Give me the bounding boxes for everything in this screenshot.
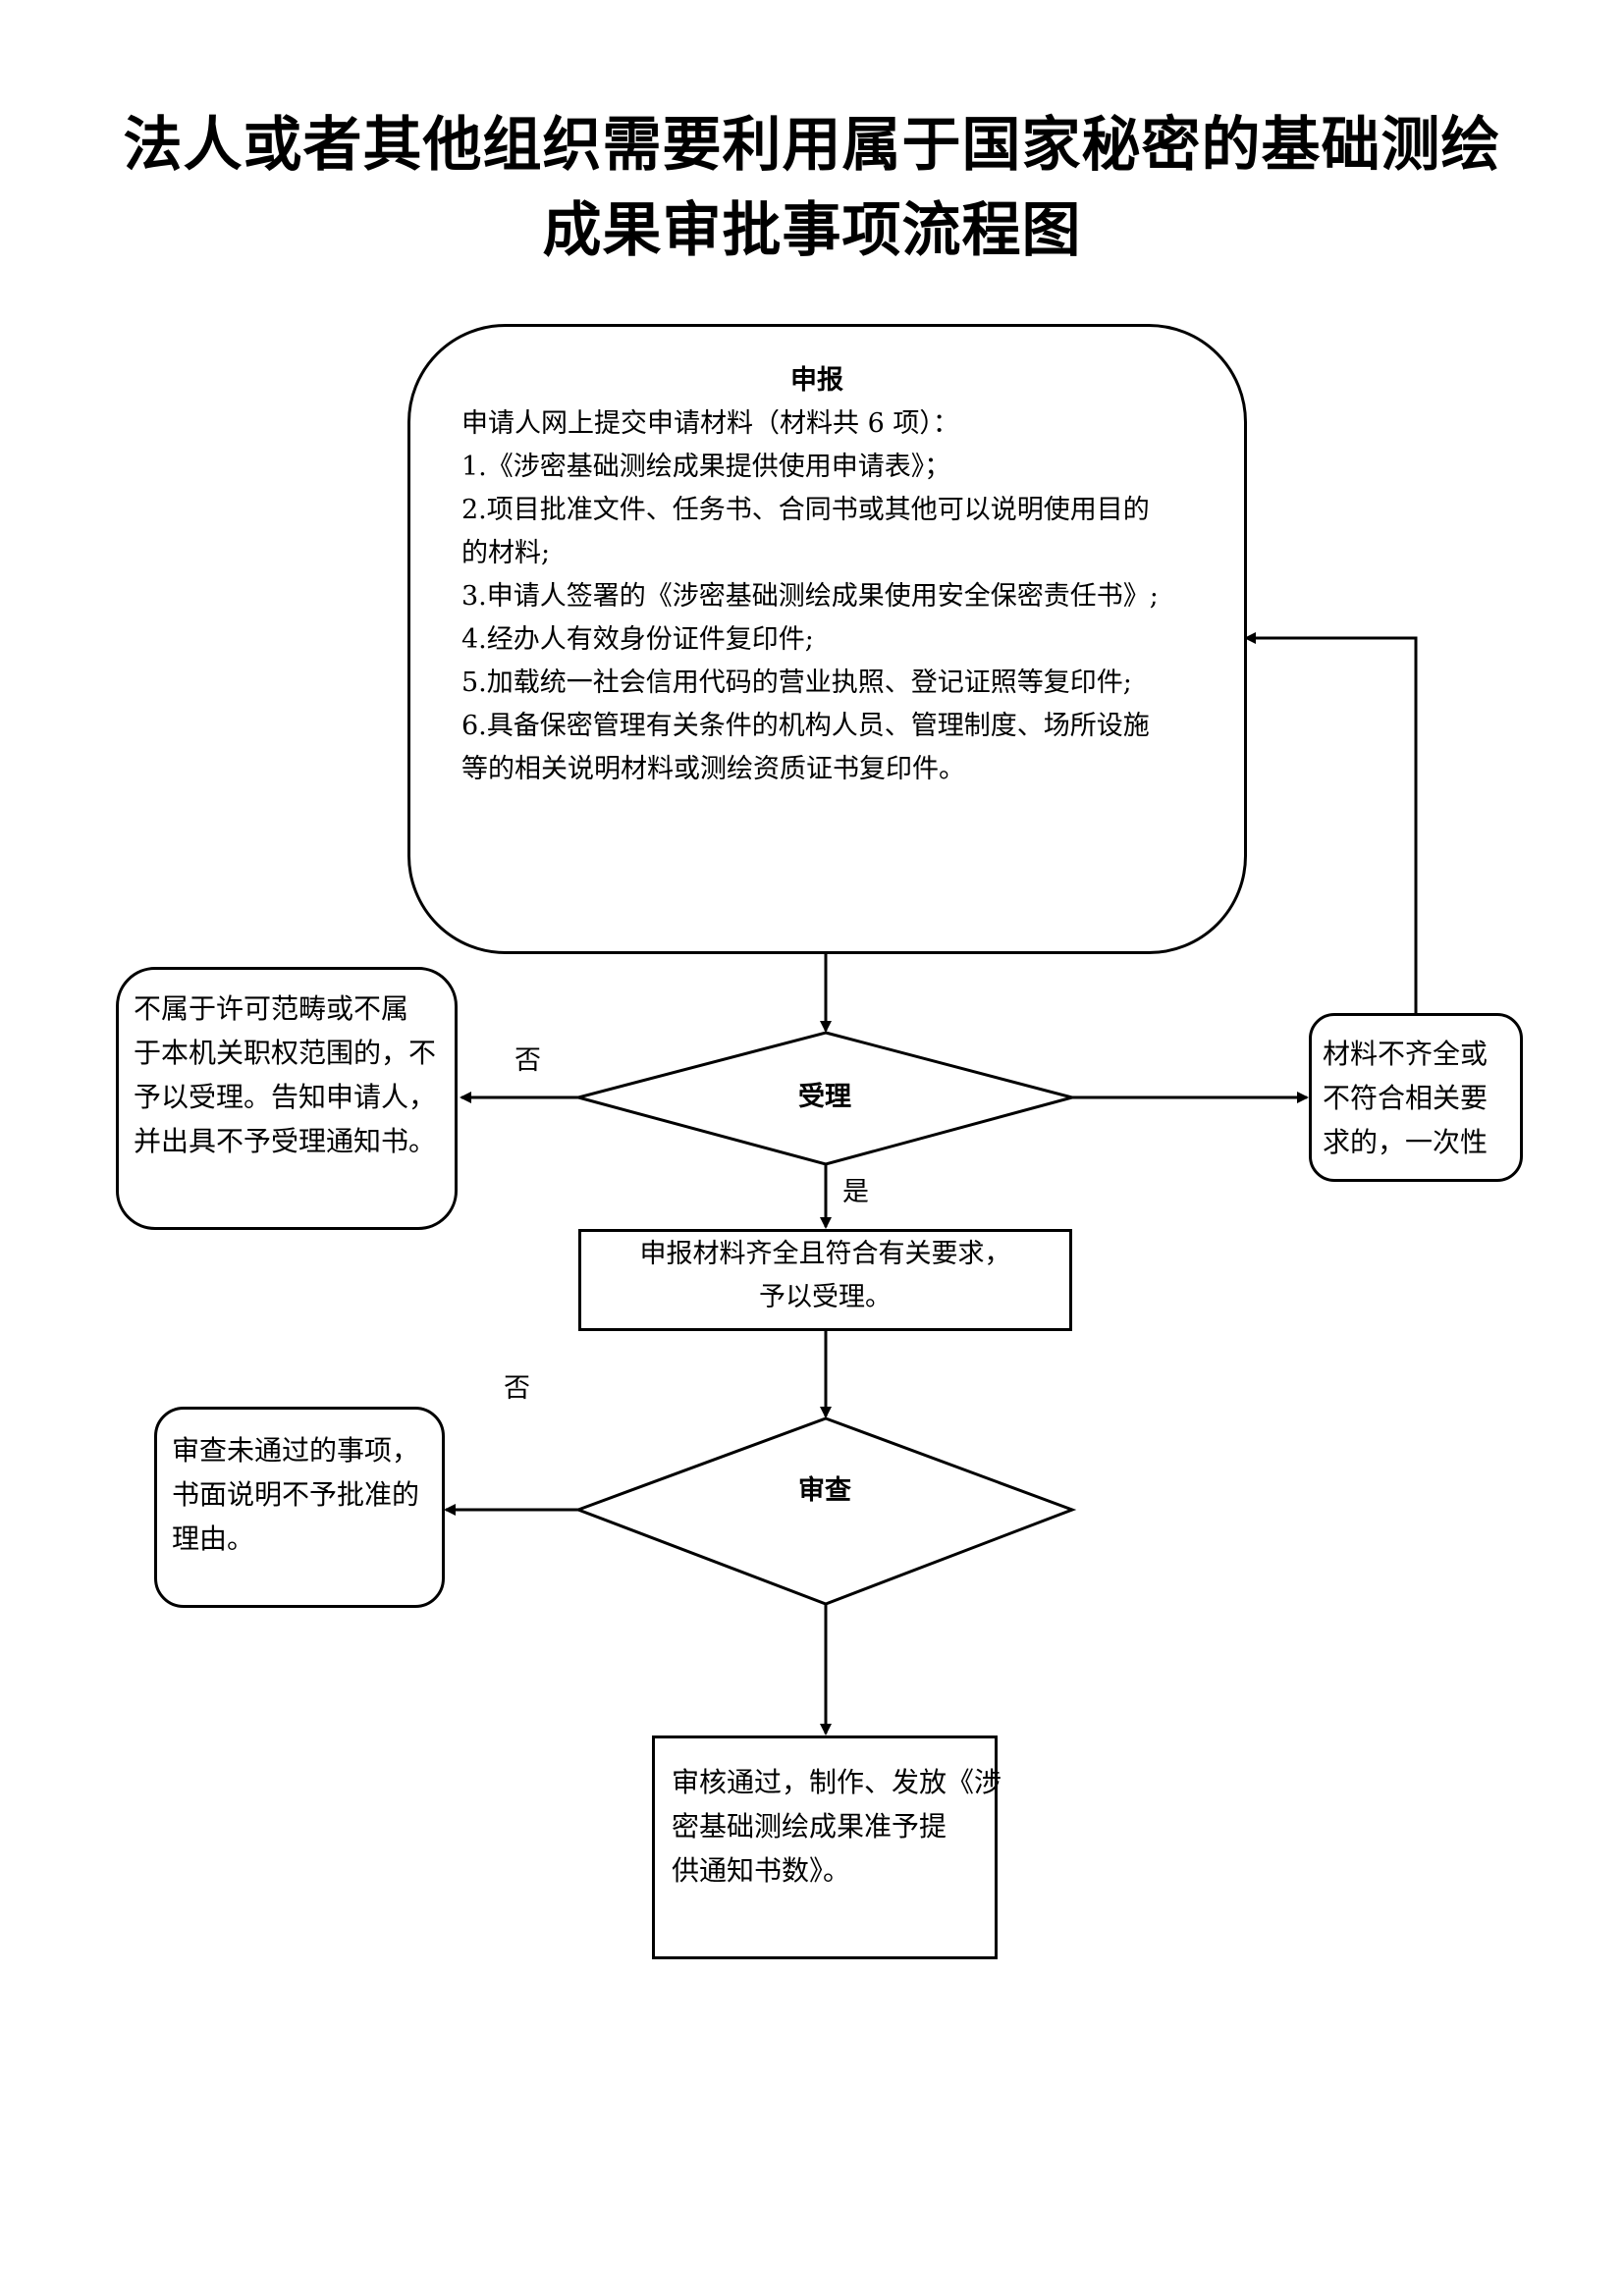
review-diamond (573, 1416, 1077, 1606)
declare-line: 2.项目批准文件、任务书、合同书或其他可以说明使用目的 (461, 495, 1150, 525)
review-fail-box (154, 1407, 445, 1608)
declare-line: 申请人网上提交申请材料（材料共 6 项）： (461, 408, 959, 439)
declare-heading: 申报 (790, 365, 843, 396)
review-fail-box-line: 书面说明不予批准的 (172, 1478, 420, 1511)
review-fail-box-line: 理由。 (172, 1522, 255, 1555)
declare-line: 3.申请人签署的《涉密基础测绘成果使用安全保密责任书》; (461, 581, 1159, 612)
incomplete-box-line: 求的，一次性 (1323, 1126, 1489, 1158)
declare-line: 6.具备保密管理有关条件的机构人员、管理制度、场所设施 (461, 711, 1150, 741)
accept-no-label: 否 (514, 1045, 541, 1076)
incomplete-text: 材料不齐全或不符合相关要求的，一次性 (1323, 1032, 1488, 1164)
approved-box (652, 1735, 998, 1959)
declare-line: 5.加载统一社会信用代码的营业执照、登记证照等复印件; (461, 667, 1132, 698)
declare-line: 的材料; (461, 538, 551, 568)
review-label: 审查 (798, 1475, 851, 1506)
declare-materials-list: 申请人网上提交申请材料（材料共 6 项）： 1.《涉密基础测绘成果提供使用申请表》… (461, 402, 1159, 791)
approved-box-line: 密基础测绘成果准予提 (672, 1810, 947, 1842)
declare-line: 1.《涉密基础测绘成果提供使用申请表》； (461, 452, 951, 482)
declare-box (407, 324, 1247, 954)
declare-line: 等的相关说明材料或测绘资质证书复印件。 (461, 754, 965, 784)
reject-box-line: 于本机关职权范围的，不 (134, 1037, 437, 1069)
declare-line: 4.经办人有效身份证件复印件; (461, 624, 814, 655)
accepted-box (578, 1229, 1072, 1331)
approved-text: 审核通过，制作、发放《涉密基础测绘成果准予提供通知书数》。 (672, 1760, 1001, 1893)
reject-text: 不属于许可范畴或不属于本机关职权范围的，不予以受理。告知申请人， 并出具不予受理通… (134, 987, 436, 1163)
approved-box-line: 审核通过，制作、发放《涉 (672, 1766, 1002, 1798)
page-title-line-1: 法人或者其他组织需要利用属于国家秘密的基础测绘 (123, 111, 1501, 180)
incomplete-box-line: 不符合相关要 (1323, 1082, 1489, 1114)
accepted-box-line: 申报材料齐全且符合有关要求， (639, 1239, 1011, 1269)
review-no-label: 否 (504, 1373, 530, 1404)
arrow-incomplete-to-declare (1244, 632, 1418, 1013)
reject-box (116, 967, 458, 1230)
accepted-text: 申报材料齐全且符合有关要求， 予以受理。 (578, 1233, 1072, 1319)
accept-yes-label: 是 (842, 1177, 869, 1207)
reject-box-line: 不属于许可范畴或不属 (134, 992, 409, 1025)
review-fail-box-line: 审查未通过的事项， (172, 1434, 420, 1467)
review-fail-text: 审查未通过的事项， 书面说明不予批准的理由。 (172, 1428, 419, 1561)
incomplete-box (1309, 1013, 1523, 1182)
accept-label: 受理 (798, 1082, 851, 1112)
reject-box-line: 予以受理。告知申请人， (134, 1081, 437, 1113)
approved-box-line: 供通知书数》。 (672, 1854, 851, 1887)
page-title-line-2: 成果审批事项流程图 (542, 196, 1082, 265)
accepted-box-line: 予以受理。 (759, 1282, 892, 1312)
reject-box-line: 并出具不予受理通知书。 (134, 1125, 437, 1157)
incomplete-box-line: 材料不齐全或 (1323, 1038, 1489, 1070)
